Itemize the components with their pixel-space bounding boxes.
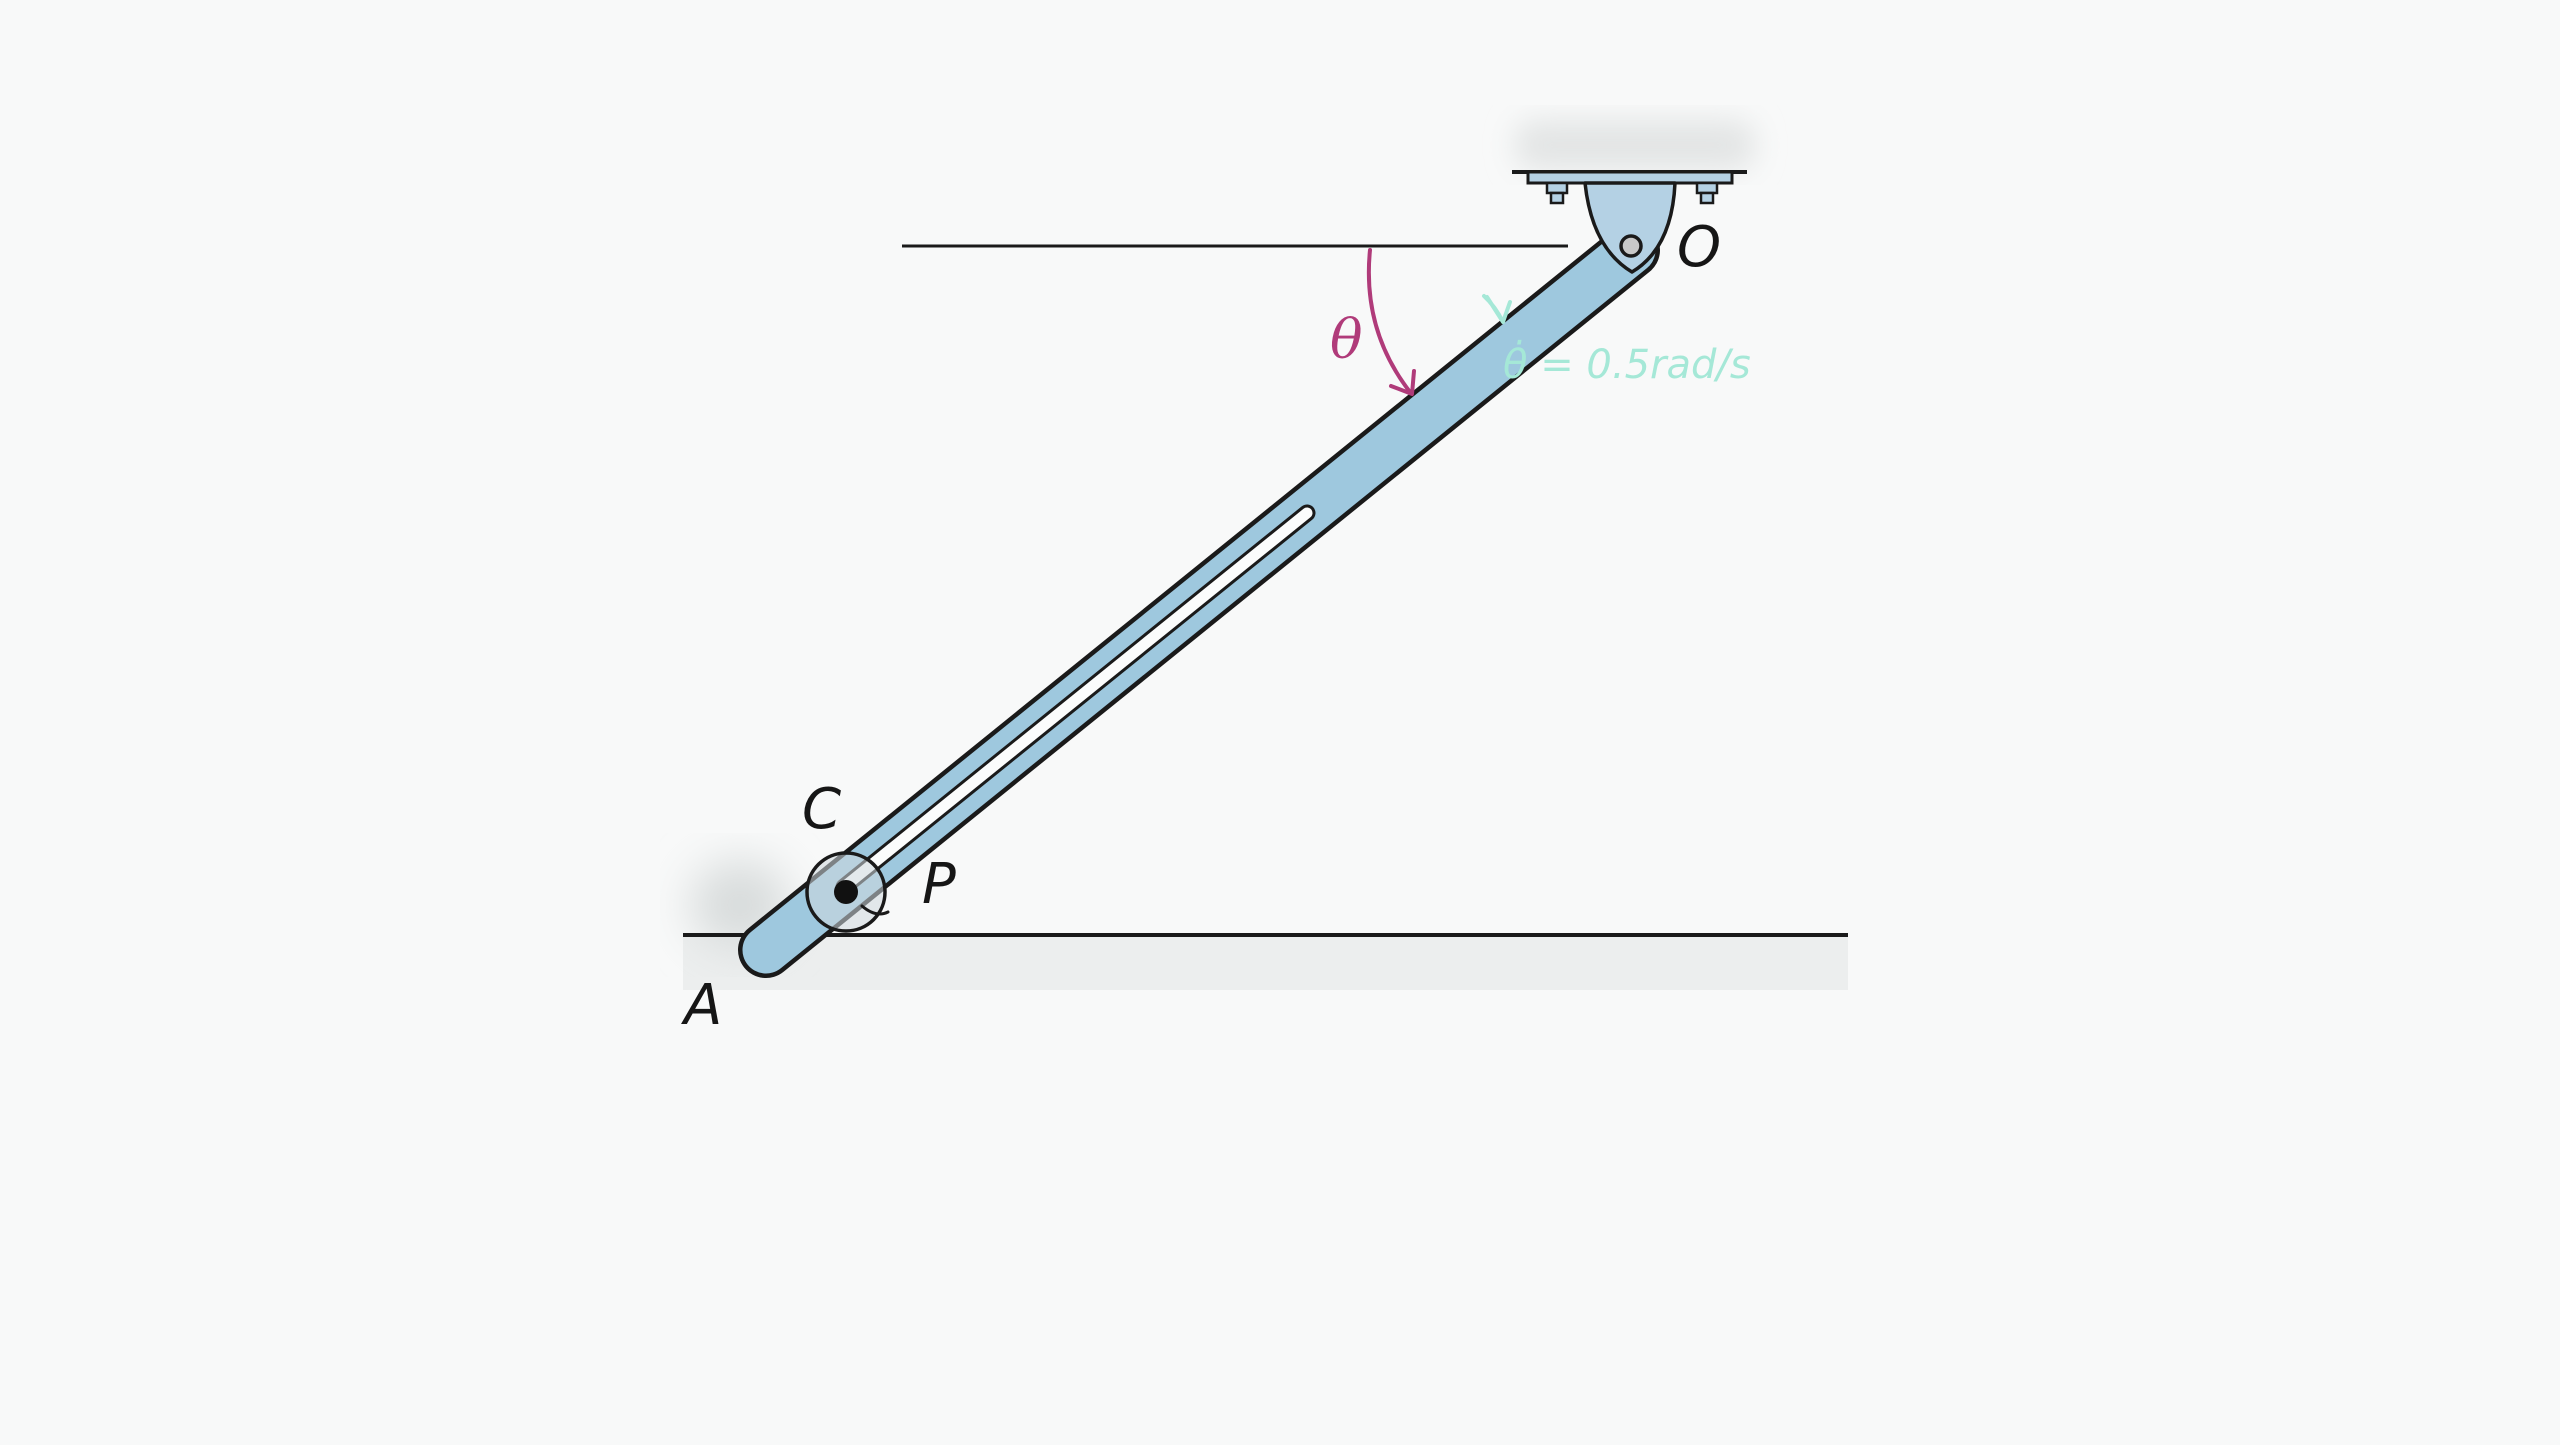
collar-c bbox=[805, 851, 890, 933]
ceiling-shade bbox=[1515, 120, 1755, 170]
label-o: O bbox=[1677, 215, 1721, 280]
ground-shade bbox=[683, 936, 1848, 990]
slotted-rod bbox=[738, 222, 1660, 978]
label-angular-rate: θ̇ = 0.5rad/s bbox=[1503, 339, 1751, 388]
angle-theta-indicator bbox=[1366, 248, 1416, 396]
pin-p bbox=[834, 880, 858, 904]
angle-arrowhead-icon bbox=[1389, 369, 1416, 396]
label-a: A bbox=[681, 973, 722, 1038]
pivot-pin-o bbox=[1619, 234, 1643, 258]
rod-slot bbox=[838, 507, 1313, 893]
angle-arc bbox=[1366, 248, 1412, 394]
angular-rate-arrow-icon bbox=[1482, 294, 1512, 324]
clevis-bracket bbox=[1583, 181, 1677, 274]
label-c: C bbox=[802, 777, 841, 842]
label-p: P bbox=[922, 852, 956, 917]
bolt-left-icon bbox=[1545, 181, 1569, 205]
label-theta: θ bbox=[1330, 308, 1363, 371]
pin-p-leader bbox=[860, 904, 890, 916]
bolt-right-icon bbox=[1695, 181, 1719, 205]
